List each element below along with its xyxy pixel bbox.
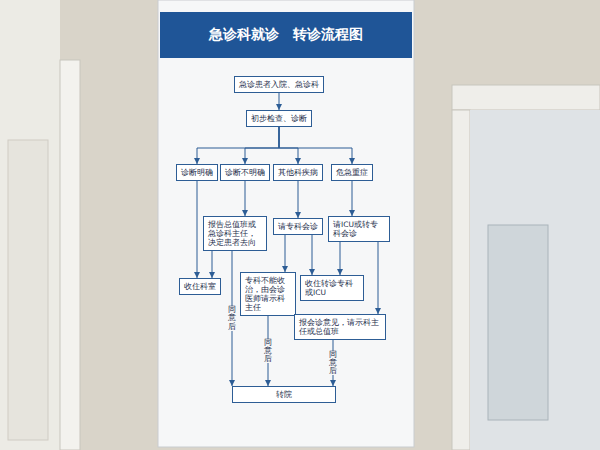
process-box: 危急重症 (331, 164, 373, 181)
box-text: 诊断明确 (181, 168, 213, 177)
box-text: 急诊患者入院、急诊科 (239, 80, 319, 89)
process-box: 请ICU或转专科会诊 (328, 216, 390, 242)
process-box: 专科不能收治，由会诊医师请示科主任 (240, 272, 296, 316)
box-text: 危急重症 (336, 168, 368, 177)
flow-arrow (312, 235, 313, 275)
box-text: 转院 (237, 390, 331, 399)
process-box: 报告总值班或急诊科主任，决定患者去向 (203, 216, 267, 251)
box-text: 初步检查、诊断 (251, 114, 307, 123)
process-box: 请专科会诊 (273, 218, 323, 235)
box-text: 收住转诊专科或ICU (305, 279, 359, 297)
flow-arrow (285, 235, 286, 272)
box-text: 报会诊意见，请示科主任或总值班 (299, 318, 381, 336)
flow-arrow (352, 181, 353, 216)
flow-arrow (340, 242, 341, 275)
box-text: 请专科会诊 (278, 222, 318, 231)
box-text: 请ICU或转专科会诊 (333, 220, 385, 238)
process-box: 转院 (232, 386, 336, 403)
right-door-frame (452, 110, 470, 450)
process-box: 收住科室 (179, 278, 221, 295)
flow-arrow (197, 127, 279, 164)
poster-board (158, 0, 414, 447)
chart-title: 急诊科就诊 转诊流程图 (160, 26, 412, 44)
flow-arrow (298, 181, 299, 218)
flow-arrow (245, 127, 279, 164)
flow-arrow (279, 93, 280, 110)
process-box: 初步检查、诊断 (246, 110, 312, 127)
left-door (0, 0, 60, 450)
corridor-door (488, 225, 548, 420)
box-text: 报告总值班或急诊科主任，决定患者去向 (208, 220, 262, 247)
flow-arrow (279, 127, 352, 164)
poster-header-band (160, 12, 412, 58)
box-text: 专科不能收治，由会诊医师请示科主任 (245, 276, 291, 312)
flow-arrow (212, 251, 213, 278)
corridor (470, 110, 600, 450)
flow-arrow (279, 127, 298, 164)
edge-label: 同意后 (329, 351, 337, 376)
process-box: 收住转诊专科或ICU (300, 275, 364, 301)
box-text: 诊断不明确 (225, 168, 265, 177)
box-text: 其他科疾病 (278, 168, 318, 177)
left-door-panel (8, 140, 48, 440)
flow-arrow (378, 242, 379, 314)
process-box: 其他科疾病 (273, 164, 323, 181)
process-box: 急诊患者入院、急诊科 (234, 76, 324, 93)
right-door-beam (452, 85, 600, 110)
process-box: 诊断明确 (176, 164, 218, 181)
process-box: 报会诊意见，请示科主任或总值班 (294, 314, 386, 340)
flow-arrow (245, 181, 246, 216)
flow-arrow (197, 181, 198, 278)
process-box: 诊断不明确 (220, 164, 270, 181)
left-door-frame (60, 60, 80, 450)
edge-label: 同意后 (228, 306, 236, 331)
edge-label: 同意后 (264, 339, 272, 364)
box-text: 收住科室 (184, 282, 216, 291)
